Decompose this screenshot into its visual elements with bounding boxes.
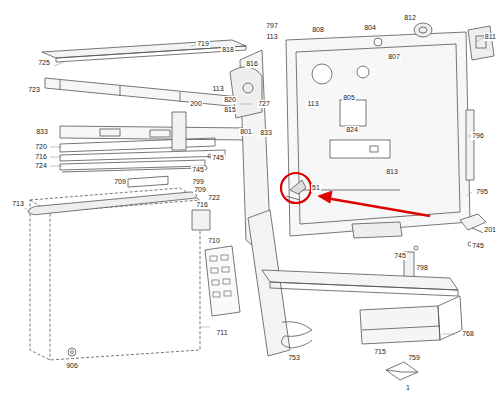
callout-number: 833 — [35, 128, 49, 136]
callout-number: 812 — [403, 14, 417, 22]
callout-number: 801 — [239, 128, 253, 136]
callout-number: 796 — [471, 132, 485, 140]
callout-number: 759 — [407, 354, 421, 362]
callout-number: 745 — [211, 154, 225, 162]
callout-number: 51 — [311, 184, 321, 192]
callout-number: 710 — [207, 237, 221, 245]
callout-number: 722 — [207, 194, 221, 202]
callout-number: 804 — [363, 24, 377, 32]
callout-number: 813 — [385, 168, 399, 176]
callout-number: 797 — [265, 22, 279, 30]
callout-number: 745 — [393, 252, 407, 260]
callout-number: 720 — [34, 143, 48, 151]
callout-number: 798 — [415, 264, 429, 272]
callout-number: 1 — [405, 384, 411, 392]
callout-number: 201 — [483, 226, 497, 234]
callout-number: 716 — [195, 201, 209, 209]
callout-number: 727 — [257, 100, 271, 108]
callout-number: 113 — [211, 85, 224, 93]
callout-number: 709 — [193, 186, 207, 194]
callout-number: 713 — [11, 200, 25, 208]
callout-number: 723 — [27, 86, 41, 94]
callout-number: 795 — [475, 188, 489, 196]
callout-number: 805 — [342, 94, 356, 102]
callout-number: 808 — [311, 26, 325, 34]
callout-number: 906 — [65, 362, 79, 370]
callout-number: 824 — [345, 126, 359, 134]
callout-number: 725 — [37, 59, 51, 67]
callout-number: 811 — [484, 33, 497, 41]
callout-number: 799 — [191, 178, 205, 186]
callout-number: 815 — [223, 106, 237, 114]
callout-number: 807 — [387, 53, 401, 61]
callout-number: 711 — [215, 329, 228, 337]
callout-number: 719 — [196, 40, 210, 48]
callout-number: 833 — [259, 129, 273, 137]
callout-number: 716 — [34, 153, 48, 161]
callout-number: 724 — [34, 162, 48, 170]
callout-number: 816 — [245, 60, 259, 68]
callout-number: 200 — [189, 100, 203, 108]
callout-number: 709 — [113, 178, 127, 186]
callout-number: 113 — [306, 100, 319, 108]
callout-number: 745 — [471, 242, 485, 250]
callout-number: 745 — [191, 166, 205, 174]
callout-number: 715 — [373, 348, 387, 356]
callout-number: 818 — [221, 46, 235, 54]
callout-number: 113 — [265, 33, 278, 41]
callout-number: 820 — [223, 96, 237, 104]
callout-number: 768 — [461, 330, 475, 338]
callout-number: 753 — [287, 354, 301, 362]
